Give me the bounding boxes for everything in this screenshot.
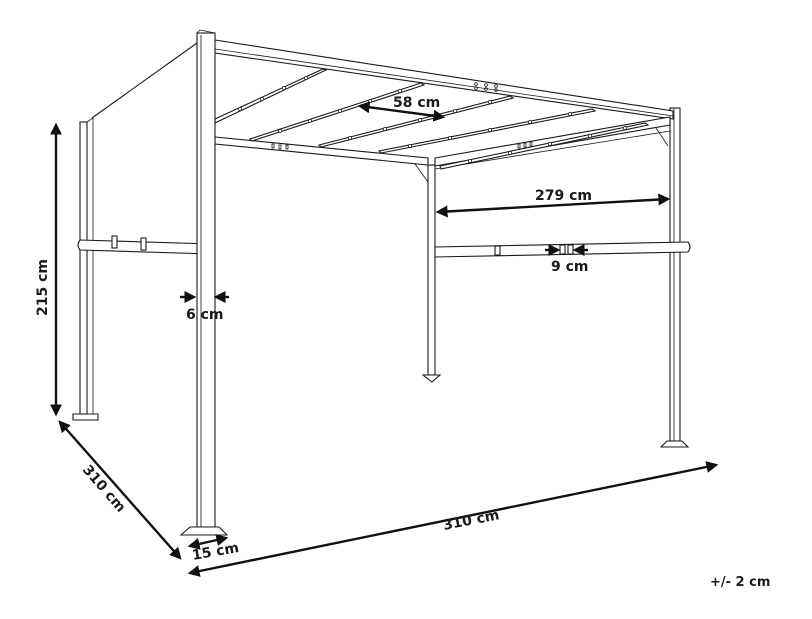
back-crossbar <box>434 241 691 258</box>
tolerance-label: +/- 2 cm <box>710 575 770 590</box>
back-left-post <box>72 42 198 421</box>
bolt-marks-back <box>517 141 533 149</box>
depth-dimension-line <box>58 420 182 560</box>
width-dimension-line <box>187 461 719 577</box>
front-right-post <box>651 107 690 448</box>
inner-span-label: 279 cm <box>535 188 592 204</box>
post-width-label: 6 cm <box>186 307 224 323</box>
bolt-marks-top <box>474 82 498 92</box>
left-crossbar <box>77 235 215 255</box>
front-left-post <box>179 29 229 536</box>
inner-span-dimension-line <box>435 193 671 218</box>
rail-spacing-dimension-line <box>357 101 446 122</box>
height-label: 215 cm <box>35 259 51 316</box>
back-right-post <box>409 156 442 383</box>
joint-gap-label: 9 cm <box>551 259 589 275</box>
dimension-lines <box>50 101 719 577</box>
rail-spacing-label: 58 cm <box>393 95 440 111</box>
roof-frame <box>214 39 674 170</box>
width-label: 310 cm <box>442 507 501 534</box>
bolt-marks-left <box>271 143 289 150</box>
